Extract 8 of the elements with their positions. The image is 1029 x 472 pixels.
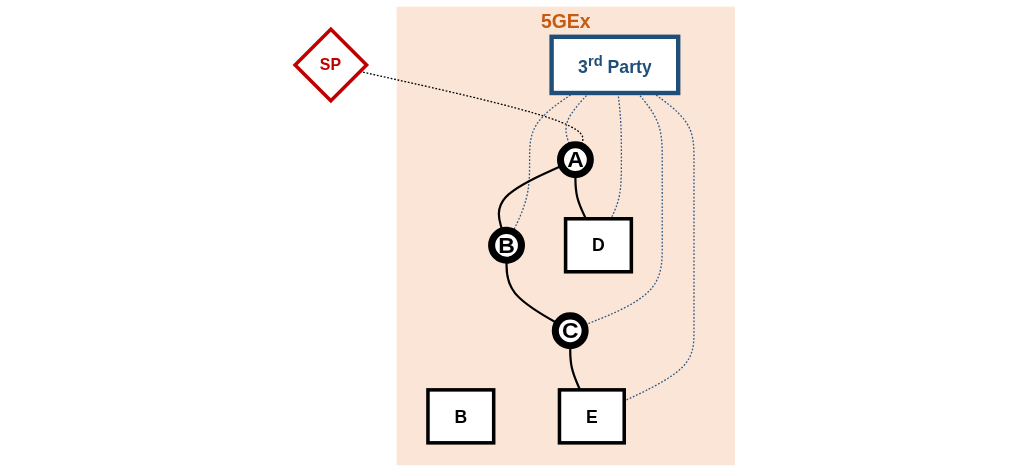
node-box: D bbox=[563, 217, 633, 274]
node-diamond: SP bbox=[292, 26, 369, 104]
node-box: 3$^{rd}$ Party bbox=[549, 34, 681, 96]
node-box: E bbox=[557, 388, 626, 445]
node-circle: B bbox=[487, 226, 525, 264]
node-circle: A bbox=[556, 141, 594, 179]
node-box: B bbox=[425, 388, 496, 445]
node-circle: C bbox=[551, 312, 589, 350]
